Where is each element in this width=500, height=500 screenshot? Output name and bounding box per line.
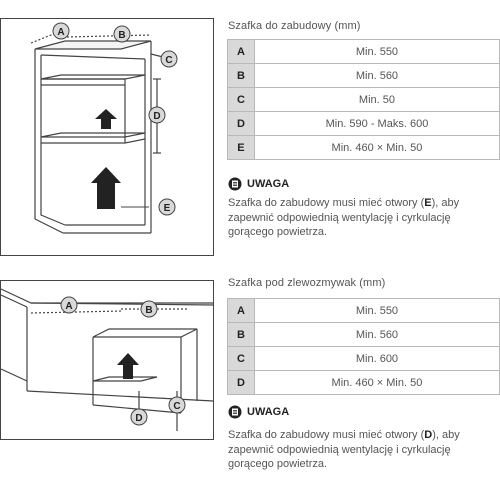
note-text-part: ), aby zapewnić odpowiednią wentylację i… xyxy=(228,429,460,470)
built-in-cabinet-drawing: A B C D E xyxy=(30,22,178,234)
label-e: E xyxy=(164,203,171,214)
note-text-part: Szafka do zabudowy musi mieć otwory ( xyxy=(228,197,425,209)
note-heading: UWAGA xyxy=(228,177,289,191)
label-b: B xyxy=(118,30,125,41)
note-list-icon xyxy=(228,177,242,191)
note-title: UWAGA xyxy=(247,178,290,190)
note-text: Szafka do zabudowy musi mieć otwory (E),… xyxy=(228,196,473,240)
row-value: Min. 590 - Maks. 600 xyxy=(253,111,500,136)
row-key: A xyxy=(227,39,255,64)
sink-cabinet-diagram: A B C D xyxy=(0,280,214,440)
row-key: D xyxy=(227,370,255,395)
note-key: E xyxy=(424,197,432,209)
row-key: B xyxy=(227,322,255,347)
row-value: Min. 560 xyxy=(253,63,500,88)
label-c: C xyxy=(165,55,172,66)
note-text-part: Szafka do zabudowy musi mieć otwory ( xyxy=(228,429,425,441)
row-value: Min. 600 xyxy=(253,346,500,371)
row-value: Min. 460 × Min. 50 xyxy=(253,135,500,160)
note-title: UWAGA xyxy=(247,406,290,418)
note-text: Szafka do zabudowy musi mieć otwory (D),… xyxy=(228,428,473,472)
row-value: Min. 550 xyxy=(253,298,500,323)
note-key: D xyxy=(424,429,433,441)
airflow-arrow-icon xyxy=(95,109,117,129)
sink-cabinet-drawing: A B C D xyxy=(1,288,213,431)
airflow-arrow-icon xyxy=(117,353,139,379)
note-text-part: ), aby zapewnić odpowiednią wentylację i… xyxy=(228,197,460,238)
row-value: Min. 550 xyxy=(253,39,500,64)
row-key: E xyxy=(227,135,255,160)
label-d: D xyxy=(153,111,160,122)
row-value: Min. 50 xyxy=(253,87,500,112)
note-list-icon xyxy=(228,405,242,419)
row-key: D xyxy=(227,111,255,136)
note-heading: UWAGA xyxy=(228,405,289,419)
row-value: Min. 560 xyxy=(253,322,500,347)
label-c: C xyxy=(173,401,180,412)
label-b: B xyxy=(145,305,152,316)
row-key: C xyxy=(227,346,255,371)
sink-cabinet-caption: Szafka pod zlewozmywak (mm) xyxy=(228,277,386,289)
label-a: A xyxy=(65,301,72,312)
row-key: A xyxy=(227,298,255,323)
label-a: A xyxy=(57,27,64,38)
row-key: B xyxy=(227,63,255,88)
label-d: D xyxy=(135,413,142,424)
built-in-cabinet-diagram: A B C D E xyxy=(0,18,214,256)
row-value: Min. 460 × Min. 50 xyxy=(253,370,500,395)
built-in-cabinet-caption: Szafka do zabudowy (mm) xyxy=(228,20,361,32)
airflow-arrow-icon xyxy=(91,167,121,209)
row-key: C xyxy=(227,87,255,112)
